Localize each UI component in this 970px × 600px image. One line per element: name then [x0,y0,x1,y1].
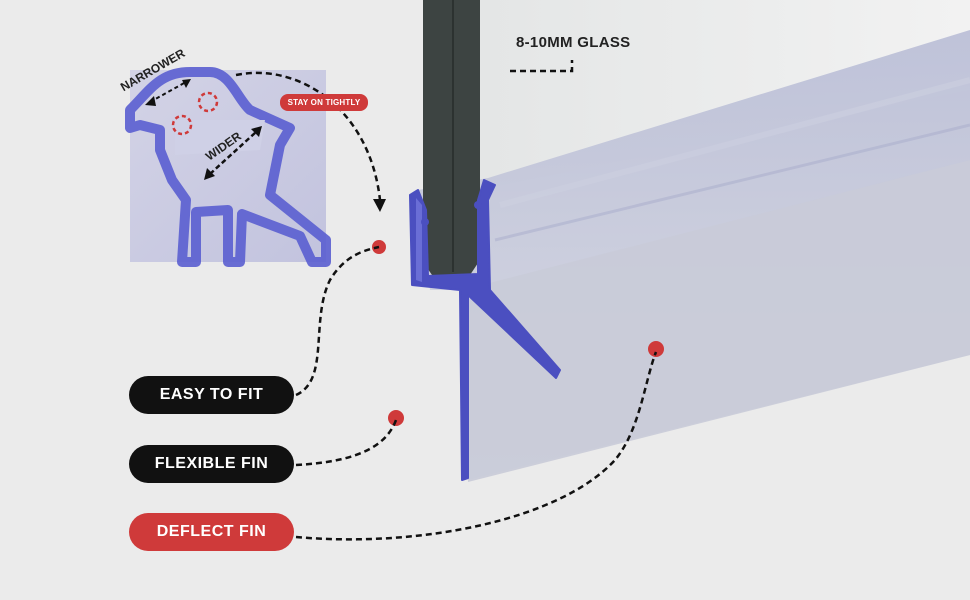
callout-dot-flex [388,410,404,426]
grip-point-top [197,91,219,113]
glass-edge [423,0,480,275]
easy-to-fit-pill: EASY TO FIT [129,376,294,414]
glass-dimension-line [510,60,574,73]
glass-pane [480,0,970,190]
glass-thickness-label: 8-10MM GLASS [516,34,631,51]
inset-closeup [125,67,331,267]
stay-on-tightly-badge: STAY ON TIGHTLY [280,94,368,111]
grip-point-bottom [171,114,193,136]
seal-fin-face [462,160,970,482]
deflect-fin-pill: DEFLECT FIN [129,513,294,551]
connector-flex [295,419,398,467]
callout-dot-deflect [648,341,664,357]
inset-pointer-arrow [235,71,382,201]
flexible-fin-pill: FLEXIBLE FIN [129,445,294,483]
connector-easy [295,245,380,397]
seal-profile-outline [409,179,561,481]
connector-deflect [295,351,658,541]
